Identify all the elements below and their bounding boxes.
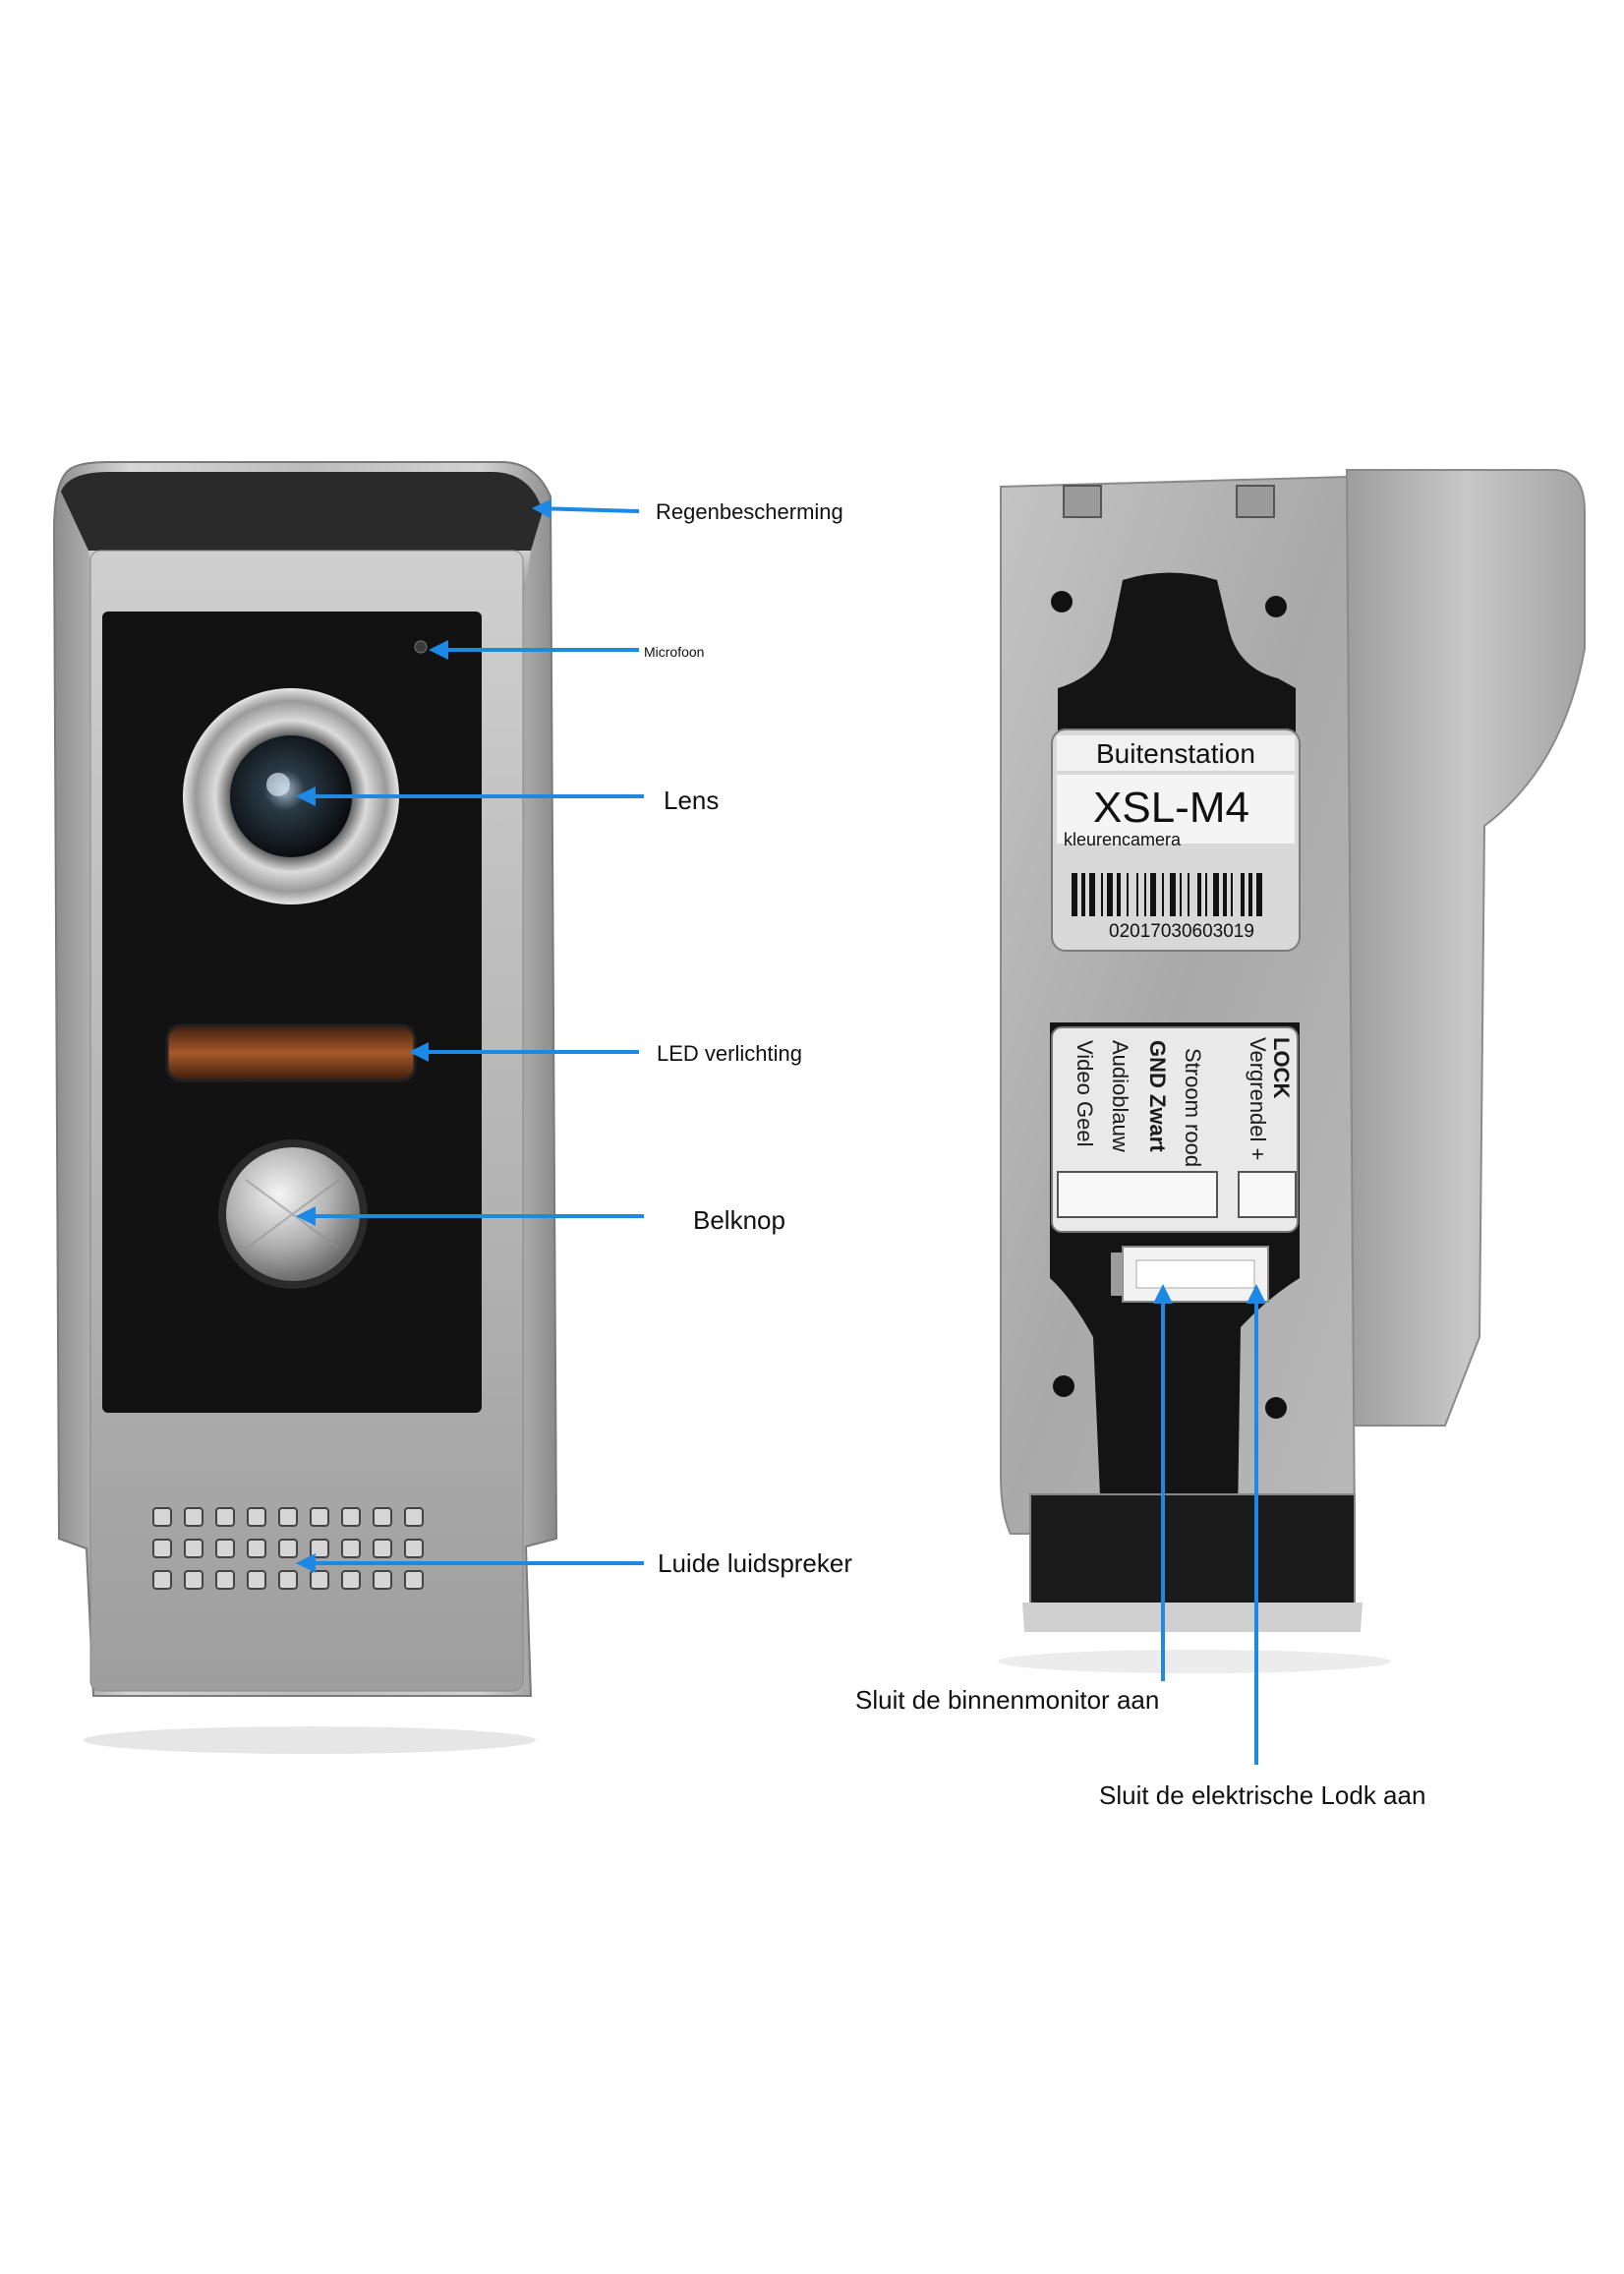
barcode-bar	[1241, 873, 1245, 916]
led-strip	[165, 1023, 417, 1082]
speaker-hole	[247, 1570, 266, 1590]
back-unit: Buitenstation XSL-M4 kleurencamera 02017…	[998, 469, 1586, 1673]
speaker-hole	[404, 1539, 424, 1558]
barcode-bar	[1256, 873, 1262, 916]
front-unit	[52, 461, 558, 1754]
speaker-hole	[310, 1570, 329, 1590]
back-cutout-top	[1058, 572, 1296, 747]
label-lens: Lens	[664, 786, 719, 815]
sticker-barcode-number: 02017030603019	[1109, 921, 1254, 942]
barcode-bar	[1248, 873, 1252, 916]
speaker-hole	[373, 1539, 392, 1558]
microphone-hole	[414, 640, 428, 654]
wire-label-lock: LOCK	[1269, 1037, 1294, 1098]
speaker-hole	[310, 1539, 329, 1558]
barcode-bar	[1213, 873, 1219, 916]
label-bell: Belknop	[693, 1205, 785, 1235]
wiring-panel: Stroom rood GND Zwart Audioblauw Video G…	[1051, 1026, 1299, 1233]
barcode-bar	[1072, 873, 1077, 916]
label-lock: Sluit de elektrische Lodk aan	[1099, 1780, 1425, 1810]
label-microphone: Microfoon	[644, 644, 704, 660]
speaker-hole	[247, 1539, 266, 1558]
barcode-bar	[1162, 873, 1164, 916]
barcode-bar	[1127, 873, 1129, 916]
speaker-hole	[278, 1539, 298, 1558]
barcode-bar	[1107, 873, 1113, 916]
speaker-hole	[373, 1507, 392, 1527]
barcode-bar	[1231, 873, 1233, 916]
label-speaker: Luide luidspreker	[658, 1548, 852, 1578]
sticker-subtitle: kleurencamera	[1064, 830, 1182, 849]
speaker-hole	[341, 1539, 361, 1558]
barcode-bar	[1188, 873, 1189, 916]
label-rain-cover: Regenbescherming	[656, 499, 843, 524]
speaker-hole	[247, 1507, 266, 1527]
speaker-grill	[152, 1507, 424, 1590]
barcode-bar	[1205, 873, 1207, 916]
barcode-bar	[1101, 873, 1103, 916]
wire-label-lock-plus: Vergrendel +	[1246, 1037, 1270, 1160]
sticker-title: Buitenstation	[1096, 738, 1255, 769]
wire-label-black: GND Zwart	[1145, 1040, 1170, 1152]
wire-label-audio: Audioblauw	[1108, 1040, 1132, 1152]
sticker-model: XSL-M4	[1093, 784, 1249, 832]
speaker-hole	[404, 1570, 424, 1590]
barcode-bar	[1144, 873, 1146, 916]
speaker-hole	[215, 1539, 235, 1558]
wire-label-red: Stroom rood	[1181, 1048, 1205, 1167]
speaker-hole	[404, 1507, 424, 1527]
barcode-bar	[1150, 873, 1156, 916]
speaker-hole	[152, 1570, 172, 1590]
barcode-bar	[1180, 873, 1182, 916]
wire-label-video: Video Geel	[1073, 1040, 1097, 1146]
speaker-hole	[184, 1507, 203, 1527]
barcode-bar	[1089, 873, 1095, 916]
lens-glass	[230, 735, 352, 857]
speaker-hole	[341, 1570, 361, 1590]
speaker-hole	[152, 1539, 172, 1558]
speaker-hole	[152, 1507, 172, 1527]
connector-block	[1111, 1246, 1269, 1303]
label-led: LED verlichting	[657, 1041, 802, 1066]
product-sticker: Buitenstation XSL-M4 kleurencamera 02017…	[1051, 729, 1301, 952]
annotation-arrows	[296, 498, 1266, 1765]
speaker-hole	[341, 1507, 361, 1527]
barcode-bar	[1170, 873, 1176, 916]
speaker-hole	[310, 1507, 329, 1527]
barcode-bar	[1197, 873, 1201, 916]
back-side-wall	[1346, 469, 1586, 1427]
barcode-bar	[1223, 873, 1227, 916]
speaker-hole	[184, 1539, 203, 1558]
label-monitor: Sluit de binnenmonitor aan	[855, 1685, 1159, 1715]
speaker-hole	[278, 1570, 298, 1590]
speaker-hole	[373, 1570, 392, 1590]
speaker-hole	[215, 1570, 235, 1590]
rain-cover	[61, 472, 543, 551]
barcode-bar	[1081, 873, 1085, 916]
barcode-bar	[1136, 873, 1138, 916]
barcode	[1072, 873, 1262, 916]
barcode-bar	[1117, 873, 1121, 916]
speaker-hole	[215, 1507, 235, 1527]
speaker-hole	[184, 1570, 203, 1590]
speaker-hole	[278, 1507, 298, 1527]
arrow-rain-cover	[532, 498, 640, 519]
